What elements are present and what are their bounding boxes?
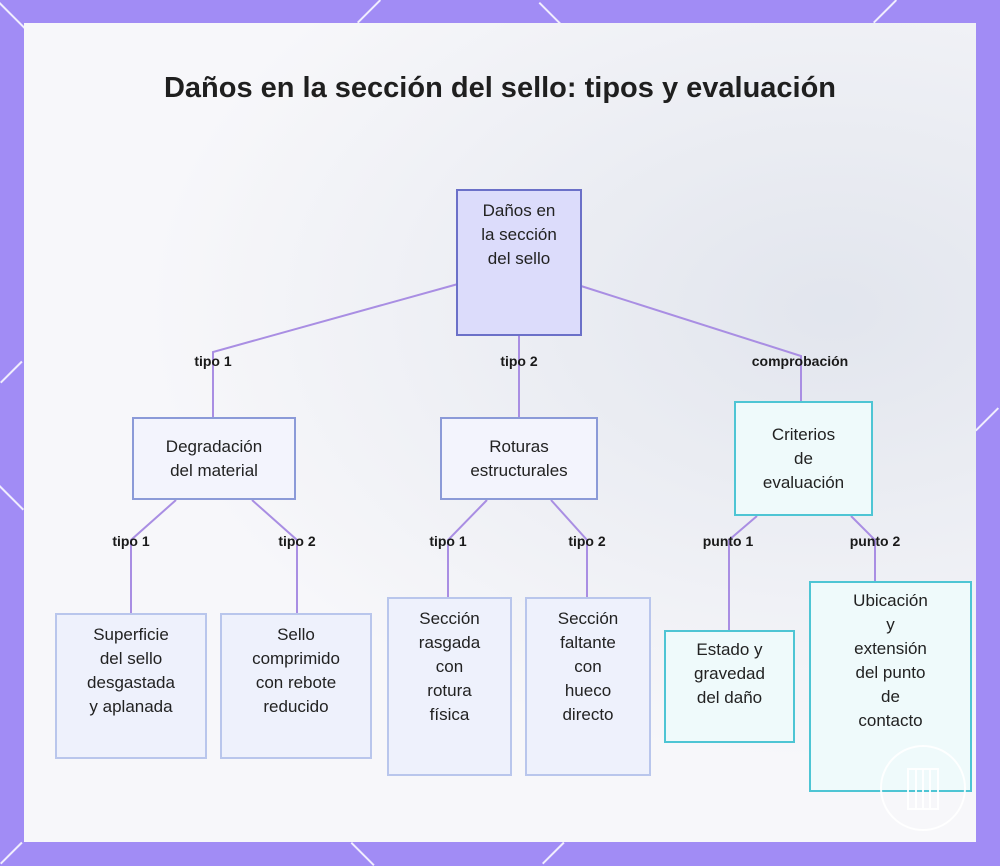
- node-sello-comprimido: Sello comprimido con rebote reducido: [220, 613, 372, 759]
- node-root: Daños en la sección del sello: [456, 189, 582, 336]
- watermark-logo: [880, 745, 966, 831]
- edge-label-punto-2: punto 2: [849, 533, 901, 549]
- node-label: Ubicación y extensión del punto de conta…: [853, 591, 928, 730]
- edge-label-tipo-1: tipo 1: [112, 533, 150, 549]
- watermark-logo-icon: [907, 768, 939, 810]
- edge-label-comprobacion: comprobación: [751, 353, 849, 369]
- edge-root-criterios: [580, 285, 802, 401]
- edge-criterios-ubicacion: [850, 515, 876, 581]
- edge-label-punto-1: punto 1: [702, 533, 754, 549]
- edge-degradacion-comprimido: [251, 499, 298, 613]
- node-degradacion-material: Degradación del material: [132, 417, 296, 500]
- diagram-title: Daños en la sección del sello: tipos y e…: [163, 72, 837, 104]
- node-seccion-faltante: Sección faltante con hueco directo: [525, 597, 651, 776]
- edge-label-tipo-2: tipo 2: [568, 533, 606, 549]
- edge-root-degradacion: [212, 283, 459, 417]
- node-label: Sello comprimido con rebote reducido: [252, 625, 340, 716]
- edge-label-tipo-2: tipo 2: [500, 353, 538, 369]
- node-label: Degradación del material: [165, 436, 263, 480]
- edge-label-tipo-2: tipo 2: [278, 533, 316, 549]
- node-label: Superficie del sello desgastada y aplana…: [87, 625, 175, 716]
- edge-label-tipo-1: tipo 1: [429, 533, 467, 549]
- node-label: Sección rasgada con rotura física: [418, 609, 481, 724]
- edge-roturas-faltante: [550, 499, 588, 597]
- edge-label-tipo-1: tipo 1: [194, 353, 232, 369]
- edge-degradacion-superficie: [130, 499, 177, 613]
- node-criterios-evaluacion: Criterios de evaluación: [734, 401, 873, 516]
- node-seccion-rasgada: Sección rasgada con rotura física: [387, 597, 512, 776]
- node-root-label: Daños en la sección del sello: [481, 201, 557, 268]
- node-label: Estado y gravedad del daño: [694, 640, 765, 707]
- node-roturas-estructurales: Roturas estructurales: [440, 417, 598, 500]
- edge-criterios-estado: [728, 515, 758, 630]
- node-label: Sección faltante con hueco directo: [557, 609, 619, 724]
- node-estado-gravedad: Estado y gravedad del daño: [664, 630, 795, 743]
- edge-roturas-rasgada: [447, 499, 488, 597]
- node-label: Roturas estructurales: [470, 436, 568, 480]
- node-superficie-desgastada: Superficie del sello desgastada y aplana…: [55, 613, 207, 759]
- node-label: Criterios de evaluación: [762, 424, 845, 492]
